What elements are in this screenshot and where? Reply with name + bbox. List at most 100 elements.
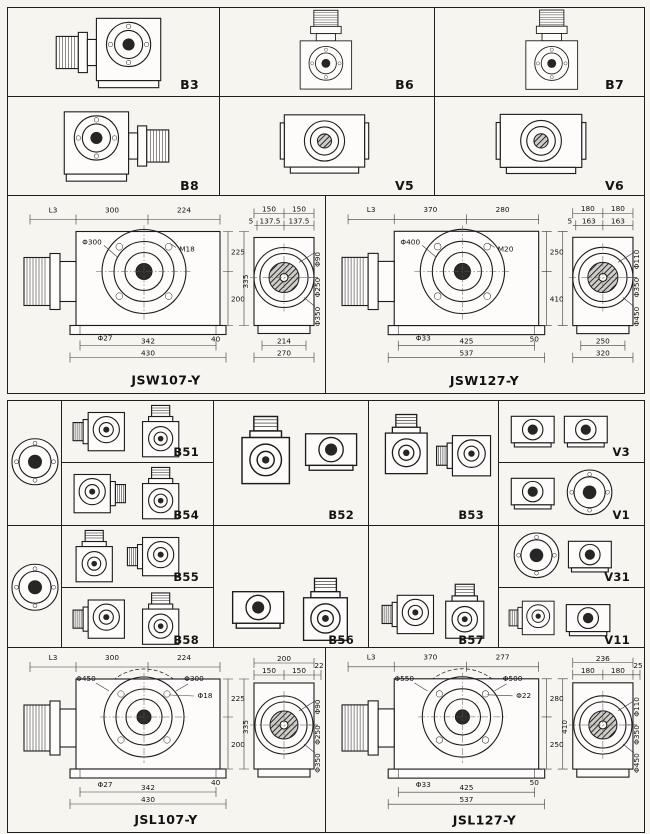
gearbox-pair-drawing bbox=[384, 413, 492, 477]
gearbox-pair-drawing bbox=[241, 415, 358, 485]
dim-label: 277 bbox=[496, 653, 510, 662]
flange-face-drawing bbox=[11, 438, 59, 486]
dim-label: 150 bbox=[292, 666, 306, 675]
dim-label: 50 bbox=[530, 335, 540, 344]
mount-position-label: B52 bbox=[328, 507, 354, 522]
gearbox-unit-icon bbox=[445, 583, 485, 639]
mount-cell-v11: V11 bbox=[499, 588, 644, 650]
mount-cell-v1: V1 bbox=[499, 463, 644, 526]
drawing-title: JSL107-Y bbox=[133, 812, 198, 827]
gearbox-unit-icon bbox=[510, 478, 555, 510]
dim-label: 50 bbox=[530, 778, 540, 787]
gearbox-unit-icon bbox=[241, 415, 291, 485]
dim-label: Φ300 bbox=[82, 238, 102, 247]
dim-label: 224 bbox=[177, 206, 191, 215]
gearbox-side-icon bbox=[279, 114, 370, 174]
gearbox-unit-icon bbox=[563, 415, 608, 448]
dim-label: Φ250 bbox=[313, 277, 322, 297]
mount-cell-b52: B52 bbox=[214, 401, 369, 526]
dim-label: 320 bbox=[596, 349, 610, 358]
dim-label: 430 bbox=[141, 349, 155, 358]
mount-cell-v31: V31 bbox=[499, 526, 644, 588]
dim-label: 335 bbox=[241, 275, 250, 289]
drawing-title: JSW107-Y bbox=[130, 373, 201, 388]
dim-label: 180 bbox=[581, 666, 595, 675]
dim-label: 225 bbox=[231, 248, 245, 257]
dim-label: 200 bbox=[231, 740, 245, 749]
mount-position-label: B3 bbox=[180, 77, 199, 92]
dim-label: Φ450 bbox=[632, 753, 641, 773]
dim-label: M20 bbox=[498, 244, 514, 253]
dim-label: 214 bbox=[277, 337, 291, 346]
mount-cell-v6: V6 bbox=[435, 97, 644, 197]
mount-cell-b8: B8 bbox=[8, 97, 220, 197]
dim-label: 280 bbox=[550, 694, 564, 703]
dim-label: 40 bbox=[211, 335, 221, 344]
mount-cell-v5: V5 bbox=[220, 97, 435, 197]
dim-label: 5 bbox=[249, 217, 254, 226]
flange-face-icon bbox=[11, 563, 59, 611]
dim-label: Φ500 bbox=[503, 674, 523, 683]
dim-label: Φ27 bbox=[97, 334, 112, 343]
dim-label: Φ33 bbox=[416, 780, 431, 789]
mount-position-label: V3 bbox=[612, 445, 630, 460]
flange-face-icon bbox=[566, 469, 613, 516]
gearbox-unit-icon bbox=[381, 594, 435, 634]
dim-label: Φ250 bbox=[313, 725, 322, 745]
gearbox-unit-icon bbox=[72, 411, 125, 452]
dim-label: 137.5 bbox=[260, 217, 281, 226]
dim-label: 25 bbox=[633, 661, 643, 670]
dim-label: 342 bbox=[141, 337, 155, 346]
mount-position-label: V5 bbox=[395, 178, 414, 193]
dim-label: 370 bbox=[423, 653, 437, 662]
mount-position-label: B54 bbox=[173, 507, 199, 522]
dim-label: Φ450 bbox=[632, 306, 641, 326]
dim-label: 335 bbox=[241, 720, 250, 734]
dim-label: 410 bbox=[550, 295, 564, 304]
mount-position-label: B8 bbox=[180, 178, 199, 193]
dim-label: 180 bbox=[581, 204, 595, 213]
gearbox-unit-icon bbox=[567, 540, 612, 572]
motor-gearbox-front-icon bbox=[55, 17, 162, 89]
dim-label: 180 bbox=[611, 204, 625, 213]
gearbox-unit-icon bbox=[565, 603, 611, 637]
flange-face-icon bbox=[513, 531, 560, 578]
gearbox-pair-drawing bbox=[231, 577, 349, 641]
dim-label: Φ350 bbox=[313, 306, 322, 326]
dim-label: 180 bbox=[611, 666, 625, 675]
dim-label: Φ350 bbox=[632, 725, 641, 745]
mount-cell-b53: B53 bbox=[369, 401, 499, 526]
gearbox-unit-icon bbox=[384, 413, 428, 475]
dim-label: 137.5 bbox=[289, 217, 310, 226]
dim-label: Φ90 bbox=[313, 252, 322, 267]
flange-face-icon bbox=[11, 438, 59, 486]
dim-label: Φ400 bbox=[400, 237, 420, 246]
gearbox-unit-icon bbox=[510, 415, 555, 448]
motor-gearbox-front-icon bbox=[63, 111, 170, 182]
dim-label: 537 bbox=[459, 795, 473, 804]
dim-label: 425 bbox=[459, 783, 473, 792]
mount-position-label: B55 bbox=[173, 569, 199, 584]
dim-label: Φ300 bbox=[184, 674, 204, 683]
dim-label: 150 bbox=[262, 205, 276, 214]
mount-cell-b56: B56 bbox=[214, 525, 369, 650]
dim-label: L3 bbox=[367, 653, 376, 662]
mount-position-label: B57 bbox=[458, 633, 484, 647]
dim-label: 430 bbox=[141, 795, 155, 804]
dim-label: Φ90 bbox=[313, 699, 322, 714]
dim-label: 410 bbox=[560, 720, 569, 734]
gearbox-unit-icon bbox=[231, 590, 285, 629]
dim-label: 163 bbox=[611, 216, 625, 225]
dim-label: Φ350 bbox=[313, 753, 322, 773]
dim-label: Φ550 bbox=[394, 674, 414, 683]
dim-label: 22 bbox=[314, 661, 323, 670]
dim-label: Φ18 bbox=[197, 691, 212, 700]
